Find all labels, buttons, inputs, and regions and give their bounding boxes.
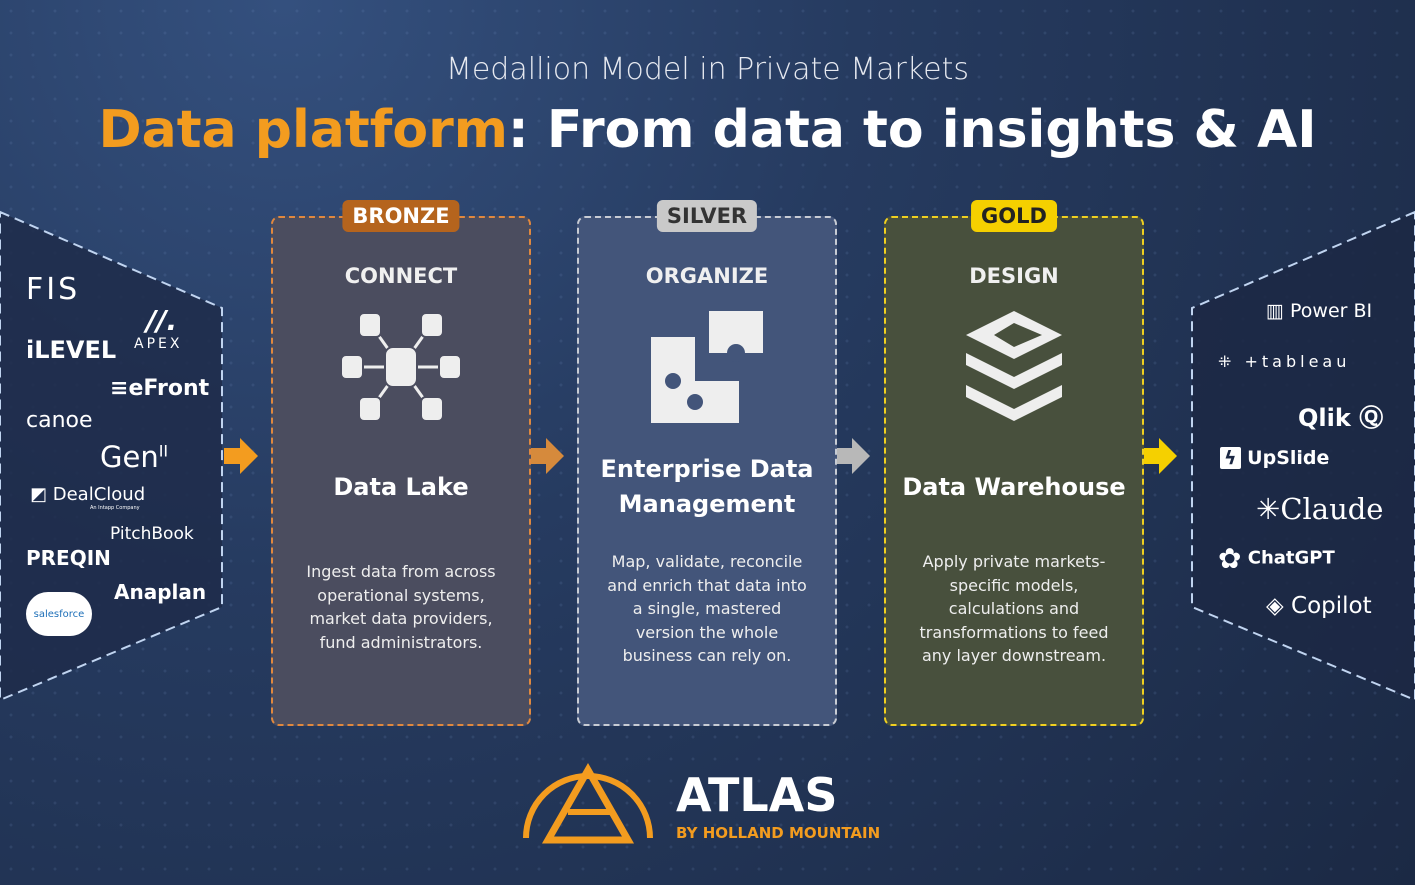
logo-claude: ✳Claude <box>1256 492 1383 526</box>
logo-chatgpt: ✿ ChatGPT <box>1218 542 1335 575</box>
page-title: Data platform: From data to insights & A… <box>0 100 1415 160</box>
layer-name: Data Warehouse <box>902 472 1126 501</box>
logo-apex: APEX <box>134 336 183 352</box>
logo-ii: II <box>158 441 169 461</box>
bronze-badge: BRONZE <box>342 200 460 232</box>
arrow-right-icon <box>1143 438 1177 474</box>
logo-pitchbook: PitchBook <box>110 524 194 544</box>
logo-efront: ≡eFront <box>110 376 210 401</box>
logo-gen: Gen <box>100 440 159 474</box>
tableau-icon: ⁜ + <box>1218 352 1262 371</box>
layer-name: Data Lake <box>333 472 469 501</box>
layer-description: Ingest data from across operational syst… <box>306 562 496 652</box>
brand-tagline: BY HOLLAND MOUNTAIN <box>676 824 881 842</box>
arrow-right-icon <box>224 438 258 474</box>
arrow-right-icon <box>836 438 870 474</box>
copilot-icon: ◈ <box>1266 593 1284 619</box>
layer-description: Apply private markets-specific models, c… <box>919 552 1109 665</box>
silver-badge: SILVER <box>656 200 758 232</box>
layer-step: CONNECT <box>344 264 458 288</box>
brand-name: ATLAS <box>676 768 838 822</box>
database-network-icon <box>273 302 529 432</box>
arrow-right-icon <box>530 438 564 474</box>
logo-dealcloud-sub: An Intapp Company <box>90 505 140 511</box>
logo-genii: GenII <box>100 440 168 474</box>
logo-canoe: canoe <box>26 408 93 433</box>
logo-ilevel: iLEVEL <box>26 336 117 364</box>
logo-upslide: ϟ UpSlide <box>1220 447 1329 469</box>
qlik-icon: Ⓠ <box>1359 404 1384 432</box>
logo-tableau: ⁜ +tableau <box>1218 352 1350 371</box>
layer-step: DESIGN <box>969 264 1059 288</box>
upslide-icon: ϟ <box>1220 447 1241 469</box>
layer-name: Enterprise Data Management <box>600 455 814 518</box>
gold-layer-card: GOLD DESIGN Data Warehouse Apply private… <box>884 200 1144 726</box>
layer-description: Map, validate, reconcile and enrich that… <box>607 552 807 665</box>
logo-copilot-text: Copilot <box>1291 593 1372 619</box>
logo-powerbi-text: Power BI <box>1290 300 1373 322</box>
logo-qlik: Qlik Ⓠ <box>1298 398 1383 433</box>
subtitle: Medallion Model in Private Markets <box>445 52 970 87</box>
logo-preqin: PREQIN <box>26 546 111 570</box>
logo-powerbi: ▥ Power BI <box>1266 300 1372 322</box>
atlas-mountain-icon <box>523 762 653 844</box>
layer-step: ORGANIZE <box>645 264 769 288</box>
logo-dealcloud-text: DealCloud <box>52 484 146 505</box>
title-accent: Data platform <box>98 100 508 160</box>
logo-anaplan: Anaplan <box>114 580 207 604</box>
apex-mark-icon: //. <box>146 304 178 337</box>
atlas-logo <box>518 750 658 849</box>
logo-upslide-text: UpSlide <box>1247 447 1330 469</box>
puzzle-icon <box>579 302 835 432</box>
logo-qlik-text: Qlik <box>1298 404 1351 432</box>
logo-claude-text: Claude <box>1280 492 1384 526</box>
powerbi-icon: ▥ <box>1266 300 1290 322</box>
title-rest: : From data to insights & AI <box>507 100 1317 160</box>
silver-layer-card: SILVER ORGANIZE Enterprise Data Manageme… <box>577 200 837 726</box>
logo-chatgpt-text: ChatGPT <box>1247 547 1335 569</box>
chatgpt-icon: ✿ <box>1218 542 1242 575</box>
bronze-layer-card: BRONZE CONNECT Data Lake Ingest data fro… <box>271 200 531 726</box>
claude-icon: ✳ <box>1256 492 1281 526</box>
logo-salesforce: salesforce <box>26 592 92 636</box>
logo-copilot: ◈ Copilot <box>1266 593 1372 619</box>
logo-tableau-text: tableau <box>1261 352 1351 371</box>
gold-badge: GOLD <box>971 200 1057 232</box>
layers-icon <box>886 302 1142 432</box>
logo-efront-text: eFront <box>128 376 210 401</box>
logo-fis: FIS <box>26 272 81 307</box>
